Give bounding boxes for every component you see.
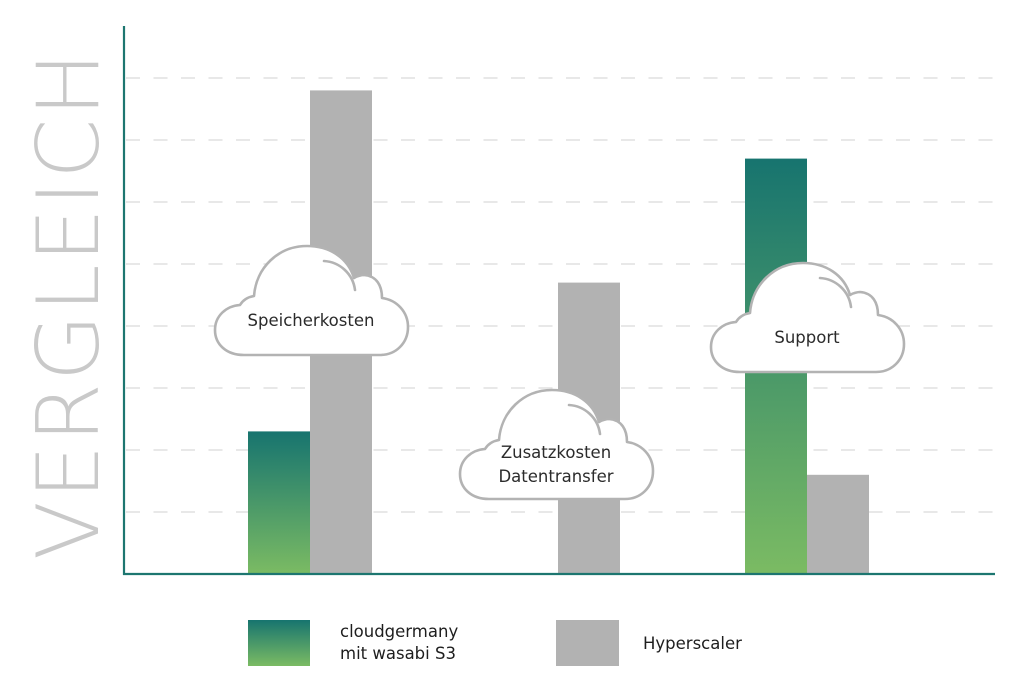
bar-cloudgermany [248, 431, 310, 574]
category-label: Support [774, 328, 840, 347]
axes [122, 26, 995, 576]
legend-swatch-cloudgermany [248, 620, 310, 666]
cloud-highlight [322, 259, 357, 292]
cloud-icon [709, 261, 906, 374]
cloud-highlight [818, 276, 853, 309]
legend-label-line: cloudgermany [340, 622, 459, 641]
legend-label-line: Hyperscaler [643, 634, 742, 653]
category-label: Datentransfer [498, 467, 613, 486]
legend [248, 620, 619, 666]
cloud-label-3: Support [709, 261, 906, 374]
bar-hyperscaler [807, 474, 869, 574]
legend-label: Hyperscaler [643, 633, 742, 655]
cloud-highlight [567, 403, 602, 436]
cloud-icon [458, 388, 655, 501]
legend-label-line: mit wasabi S3 [340, 644, 456, 663]
category-label: Zusatzkosten [501, 443, 611, 462]
cloud-icon [213, 244, 410, 357]
legend-swatch-hyperscaler [556, 620, 619, 666]
cloud-label-1: Speicherkosten [213, 244, 410, 357]
category-label: Speicherkosten [248, 311, 375, 330]
legend-label: cloudgermany mit wasabi S3 [340, 621, 458, 665]
